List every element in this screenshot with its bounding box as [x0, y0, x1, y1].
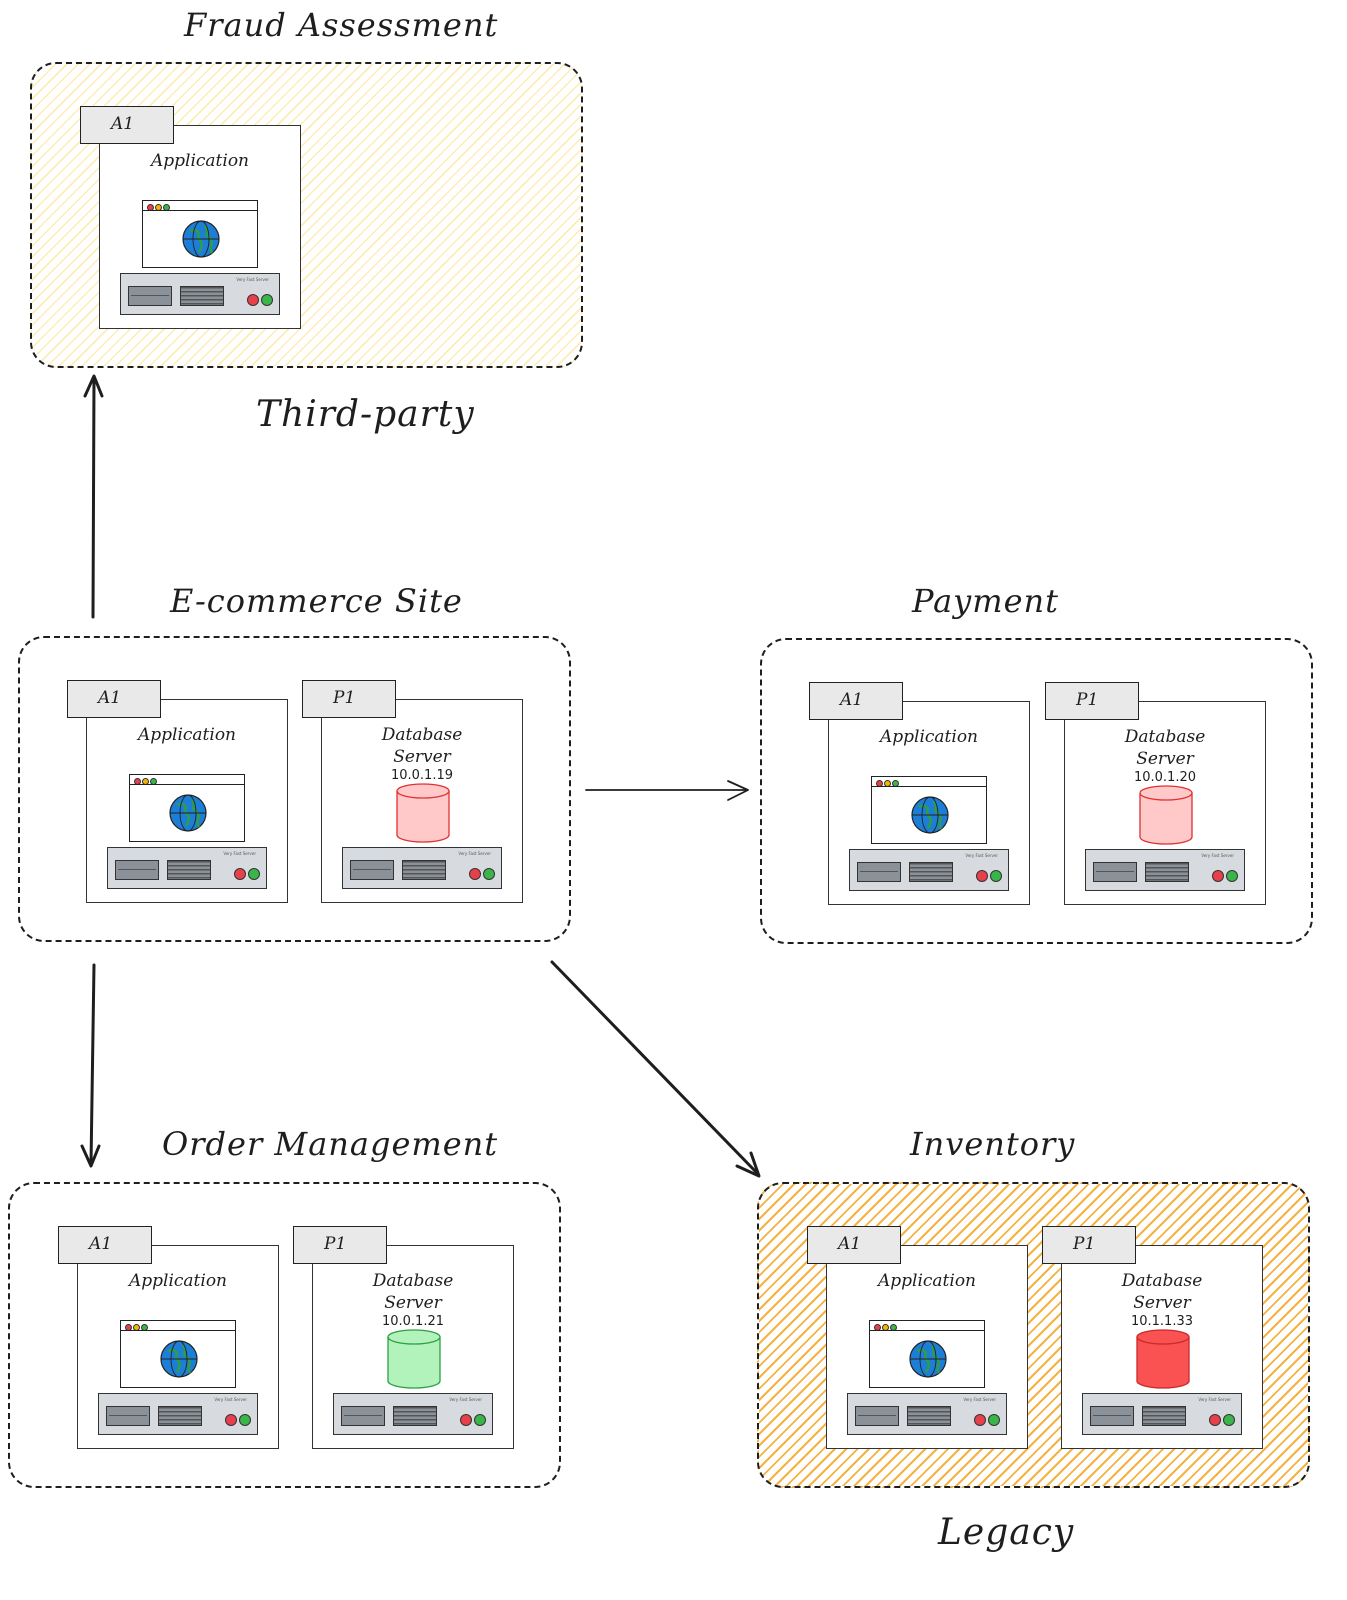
payment-title: Payment: [912, 582, 1059, 620]
ip-address: 10.1.1.33: [1130, 1314, 1194, 1329]
globe-icon: [169, 794, 207, 832]
server-rack-icon: Very Fast Server: [107, 847, 267, 889]
browser-window-icon: [142, 200, 258, 268]
application-label: Application: [128, 1271, 228, 1291]
fraud-application-card[interactable]: A1 Application Very Fast Server: [80, 106, 301, 329]
payment-group[interactable]: [760, 638, 1313, 944]
ip-address: 10.0.1.20: [1133, 770, 1197, 785]
arrow-ecommerce-to-inventory: [550, 960, 761, 1178]
application-tag: A1: [67, 680, 161, 718]
browser-window-icon: [120, 1320, 236, 1388]
browser-window-icon: [871, 776, 987, 844]
server-rack-icon: Very Fast Server: [1085, 849, 1245, 891]
order-application-card[interactable]: A1 Application Very Fast Server: [58, 1226, 279, 1449]
inventory-title: Inventory: [910, 1125, 1076, 1163]
database-tag: P1: [1045, 682, 1139, 720]
server-rack-icon: Very Fast Server: [98, 1393, 258, 1435]
application-tag: A1: [809, 682, 903, 720]
globe-icon: [911, 796, 949, 834]
database-cylinder-icon: [396, 783, 450, 843]
application-label: Application: [879, 727, 979, 747]
database-cylinder-icon: [387, 1329, 441, 1389]
ip-address: 10.0.1.19: [390, 768, 454, 783]
application-label: Application: [137, 725, 237, 745]
globe-icon: [160, 1340, 198, 1378]
globe-icon: [182, 220, 220, 258]
database-cylinder-icon: [1139, 785, 1193, 845]
ecommerce-application-card[interactable]: A1 Application Very Fast Server: [67, 680, 288, 903]
browser-window-icon: [869, 1320, 985, 1388]
browser-window-icon: [129, 774, 245, 842]
server-rack-icon: Very Fast Server: [847, 1393, 1007, 1435]
application-tag: A1: [807, 1226, 901, 1264]
server-rack-icon: Very Fast Server: [1082, 1393, 1242, 1435]
legacy-label: Legacy: [938, 1512, 1075, 1553]
arrow-ecommerce-to-payment: [585, 780, 749, 801]
database-tag: P1: [302, 680, 396, 718]
database-tag: P1: [293, 1226, 387, 1264]
inventory-application-card[interactable]: A1 Application Very Fast Server: [807, 1226, 1028, 1449]
database-cylinder-icon: [1136, 1329, 1190, 1389]
globe-icon: [909, 1340, 947, 1378]
order-management-title: Order Management: [162, 1125, 499, 1163]
database-tag: P1: [1042, 1226, 1136, 1264]
ecommerce-site-title: E-commerce Site: [170, 582, 463, 620]
application-label: Application: [877, 1271, 977, 1291]
server-rack-icon: Very Fast Server: [849, 849, 1009, 891]
server-rack-icon: Very Fast Server: [120, 273, 280, 315]
ecommerce-site-group[interactable]: [18, 636, 571, 942]
fraud-assessment-title: Fraud Assessment: [184, 6, 499, 44]
payment-application-card[interactable]: A1 Application Very Fast Server: [809, 682, 1030, 905]
application-tag: A1: [58, 1226, 152, 1264]
application-label: Application: [150, 151, 250, 171]
server-rack-icon: Very Fast Server: [333, 1393, 493, 1435]
order-management-group[interactable]: [8, 1182, 561, 1488]
server-rack-icon: Very Fast Server: [342, 847, 502, 889]
application-tag: A1: [80, 106, 174, 144]
third-party-label: Third-party: [256, 394, 475, 435]
arrow-ecommerce-to-order: [80, 963, 101, 1168]
arrow-ecommerce-to-fraud: [83, 374, 104, 619]
ip-address: 10.0.1.21: [381, 1314, 445, 1329]
